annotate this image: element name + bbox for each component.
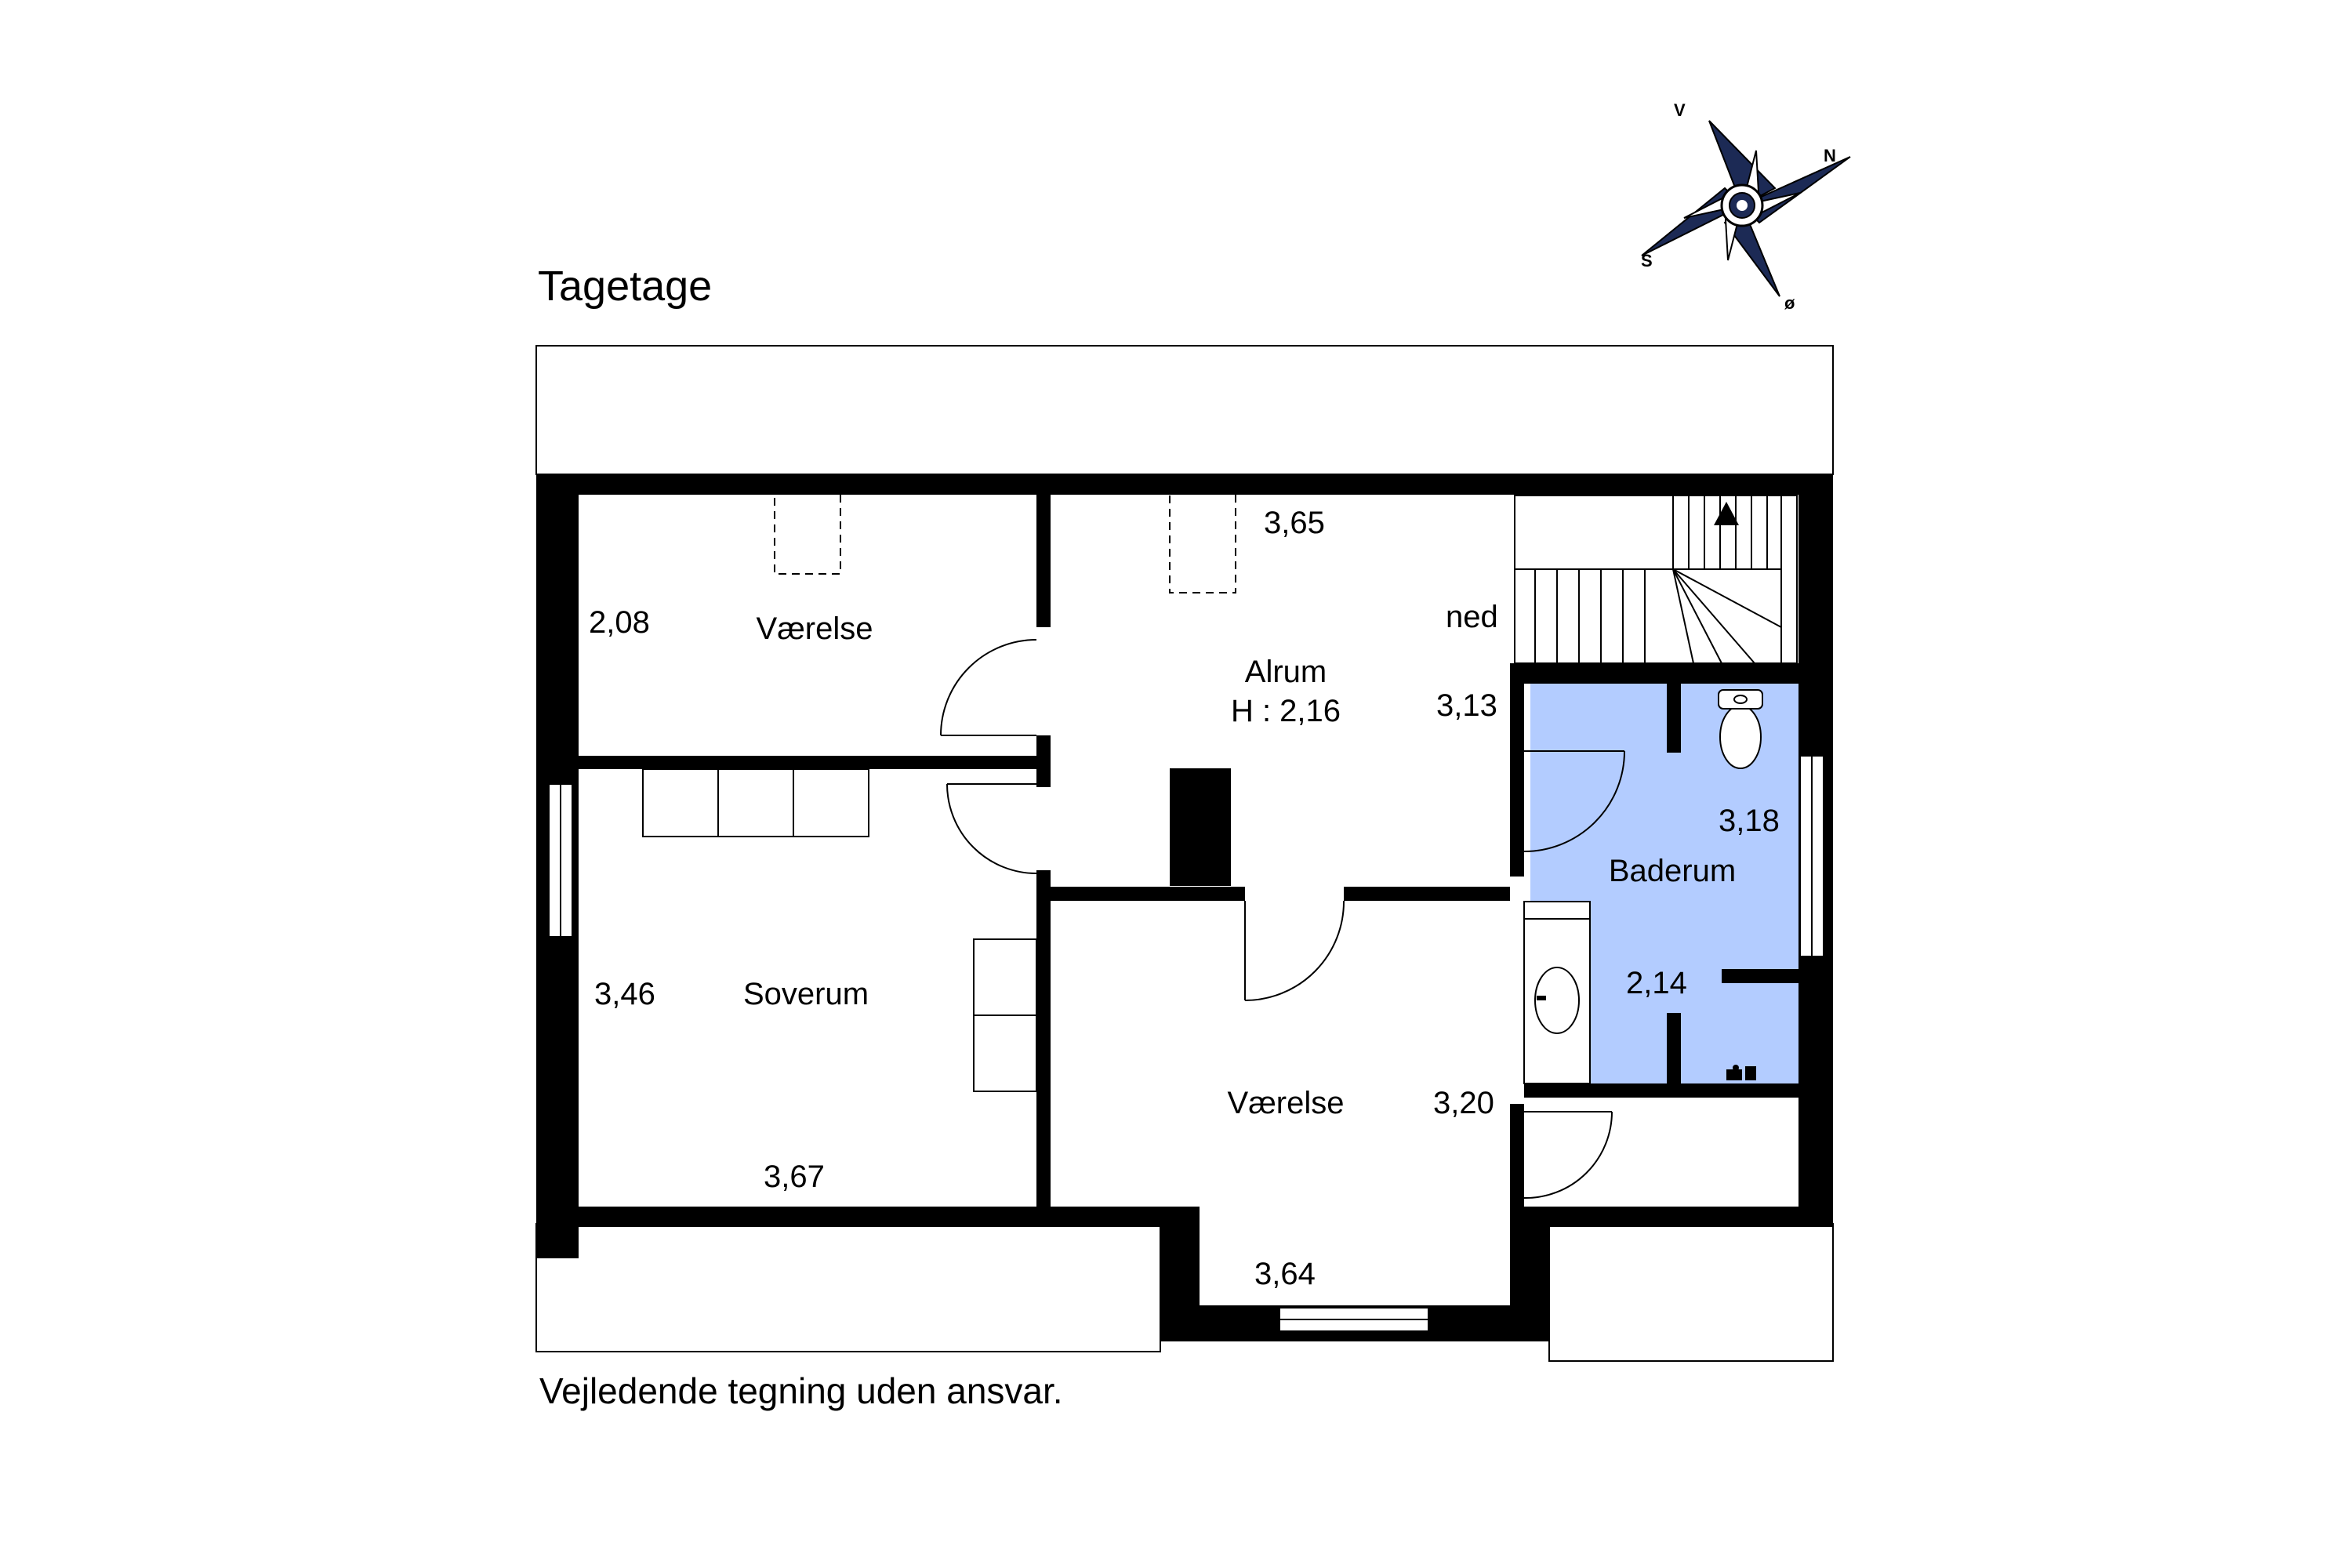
interior-walls [571,486,1808,1225]
room-name-baderum: Baderum [1609,854,1736,888]
sink-icon [1523,901,1591,1084]
washer-connection-icon [1726,1065,1756,1080]
compass-rose-icon: V N S ø [1641,100,1851,313]
room-dim-vaerelse-s-right: 3,20 [1433,1086,1494,1120]
room-dim-alrum-top: 3,65 [1264,506,1325,540]
room-name-vaerelse-s: Værelse [1228,1086,1345,1120]
door-swings [940,639,1625,1200]
room-height-alrum: H : 2,16 [1231,694,1341,728]
compass-north-label: N [1824,146,1836,165]
room-dim-vaerelse-nw: 2,08 [589,605,650,640]
room-dim-soverum-bottom: 3,67 [764,1160,825,1194]
room-dim-baderum-right: 3,18 [1719,804,1780,838]
staircase [1514,495,1798,664]
floor-title: Tagetage [538,263,712,310]
room-name-vaerelse-nw: Værelse [757,612,873,646]
room-dim-vaerelse-s-bottom: 3,64 [1254,1257,1316,1291]
wardrobes [642,768,1037,1092]
room-dim-soverum-left: 3,46 [594,977,655,1011]
windows [548,755,1824,1332]
compass-east-label: ø [1784,293,1795,313]
compass-west-label: V [1674,100,1686,120]
room-name-soverum: Soverum [743,977,869,1011]
room-dim-baderum-inner: 2,14 [1626,966,1687,1000]
stairs-arrow-icon [1714,502,1739,525]
compass-south-label: S [1641,251,1653,270]
disclaimer: Vejledende tegning uden ansvar. [539,1370,1063,1411]
stairs-label: ned [1446,600,1498,634]
skylights [774,493,1236,593]
room-name-alrum: Alrum [1245,655,1327,689]
toilet-icon [1718,689,1763,769]
room-dim-alrum-right: 3,13 [1436,688,1497,723]
